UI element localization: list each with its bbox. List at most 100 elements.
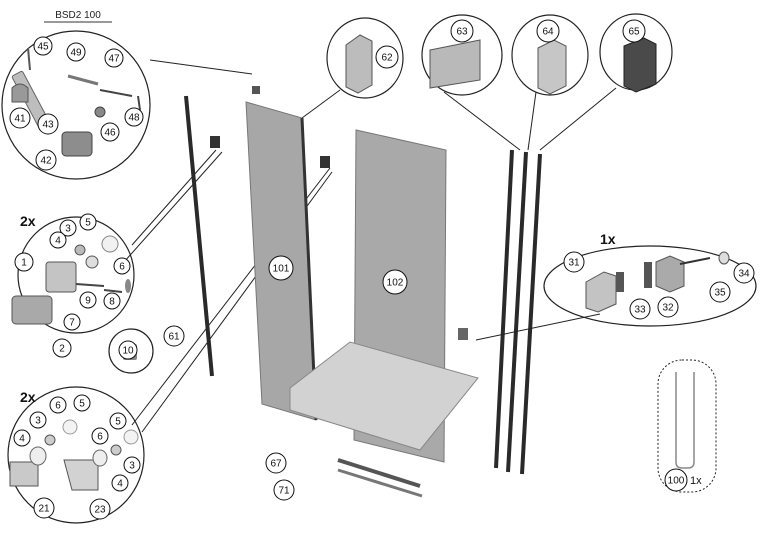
callout-label: 5: [85, 218, 91, 229]
callout-label: 3: [65, 224, 71, 235]
callout-l3c: 3: [123, 456, 141, 474]
part-5-cap: [101, 235, 119, 253]
callout-l43: 43: [37, 113, 59, 135]
shower-tray: [289, 341, 479, 451]
part-45-pin: [27, 47, 31, 71]
callout-circle: [113, 257, 131, 275]
profile-63: [429, 39, 481, 89]
callout-l102: 102: [382, 269, 408, 295]
callout-l65: 65: [622, 19, 646, 43]
callout-l61: 61: [163, 325, 185, 347]
callout-l10: 10: [118, 340, 138, 360]
callout-label: 6: [55, 401, 61, 412]
callout-l3b: 3: [29, 411, 47, 429]
callout-l63: 63: [450, 19, 474, 43]
callout-label: 49: [70, 48, 82, 59]
part-3-washer: [44, 434, 56, 446]
callout-circle: [91, 427, 109, 445]
leader-63: [443, 91, 521, 151]
callout-label: 65: [628, 27, 640, 38]
callout-l42: 42: [35, 149, 57, 171]
part-4-washer: [74, 244, 86, 256]
callout-label: 1: [21, 258, 27, 269]
callout-circle: [89, 498, 111, 520]
part-1-bracket: [45, 261, 77, 293]
callout-l5a: 5: [79, 213, 97, 231]
callout-l1: 1: [14, 252, 34, 272]
callout-circle: [66, 42, 86, 62]
callout-circle: [100, 122, 120, 142]
callout-circle: [123, 456, 141, 474]
callout-circle: [265, 452, 287, 474]
callout-circle: [29, 411, 47, 429]
callout-l46: 46: [100, 122, 120, 142]
callout-label: 67: [270, 459, 282, 470]
callout-circle: [536, 19, 560, 43]
multiplier-hinge-upper: 2x: [20, 213, 36, 229]
callout-label: 7: [69, 318, 75, 329]
callout-circle: [52, 338, 72, 358]
part-8-screw: [103, 289, 123, 293]
callout-l6a: 6: [113, 257, 131, 275]
callout-label: 3: [35, 416, 41, 427]
callout-l5b: 5: [73, 394, 91, 412]
callout-circle: [49, 396, 67, 414]
callout-l35: 35: [709, 281, 731, 303]
callout-l33: 33: [629, 298, 651, 320]
callout-circle: [37, 113, 59, 135]
callout-circle: [103, 292, 121, 310]
callout-l4b: 4: [13, 429, 31, 447]
callout-circle: [49, 231, 67, 249]
callout-label: 5: [115, 417, 121, 428]
leader-handle: [475, 313, 601, 341]
part-5-cap: [123, 429, 139, 445]
callout-label: 45: [37, 42, 49, 53]
callout-label: 48: [128, 113, 140, 124]
callout-circle: [163, 325, 185, 347]
main-assembly: [184, 86, 542, 498]
hardware-hinge-2: [320, 156, 330, 168]
callout-l71: 71: [273, 479, 295, 501]
callout-label: 4: [19, 434, 25, 445]
detail-circle: [1, 30, 151, 180]
callout-label: 100: [668, 476, 685, 487]
callout-circle: [664, 468, 688, 492]
callout-l49: 49: [66, 42, 86, 62]
callout-l21: 21: [33, 497, 55, 519]
part-3-washer: [85, 255, 99, 269]
callout-circle: [375, 45, 399, 69]
profile-right-2: [506, 151, 528, 473]
part-33-plate-2: [644, 262, 652, 288]
part-23-hinge: [63, 459, 99, 491]
callout-l62: 62: [375, 45, 399, 69]
leader-62: [301, 89, 341, 119]
callout-circle: [73, 394, 91, 412]
callout-circle: [709, 281, 731, 303]
part-5-cap: [62, 419, 78, 435]
callout-l3a: 3: [59, 219, 77, 237]
part-41-clip: [11, 83, 29, 103]
part-33-plate: [616, 272, 624, 292]
part-31-knob: [585, 271, 617, 313]
callout-label: 101: [273, 264, 290, 275]
leader-64: [527, 91, 537, 151]
callout-circle: [629, 298, 651, 320]
callout-l6c: 6: [91, 427, 109, 445]
detail-top-left: [1, 30, 151, 180]
part-49-rod: [67, 74, 99, 86]
callout-label: 35: [714, 288, 726, 299]
callout-circle: [79, 291, 97, 309]
part-9-screw: [75, 283, 105, 287]
callout-label: 4: [55, 236, 61, 247]
callout-circle: [33, 497, 55, 519]
callout-label: 6: [97, 432, 103, 443]
leader-hinge-upper-b: [123, 151, 223, 263]
callout-l64: 64: [536, 19, 560, 43]
callout-label: 31: [568, 258, 580, 269]
callout-circle: [79, 213, 97, 231]
callout-label: 6: [119, 262, 125, 273]
callout-l32: 32: [657, 296, 679, 318]
callout-label: 47: [108, 54, 120, 65]
